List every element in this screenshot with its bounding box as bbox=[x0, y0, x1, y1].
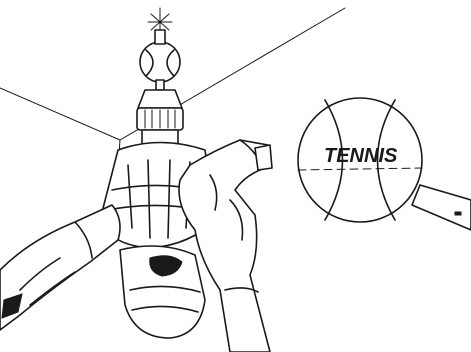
right-arm-glove bbox=[178, 139, 273, 352]
drill-chuck bbox=[136, 89, 184, 145]
drill-bit bbox=[155, 79, 165, 91]
callout-tennis-label: TENNIS bbox=[324, 145, 398, 167]
magnified-callout bbox=[297, 97, 471, 231]
drill-handle bbox=[119, 245, 206, 339]
left-arm-glove bbox=[0, 204, 121, 331]
tennis-ball bbox=[139, 29, 181, 83]
